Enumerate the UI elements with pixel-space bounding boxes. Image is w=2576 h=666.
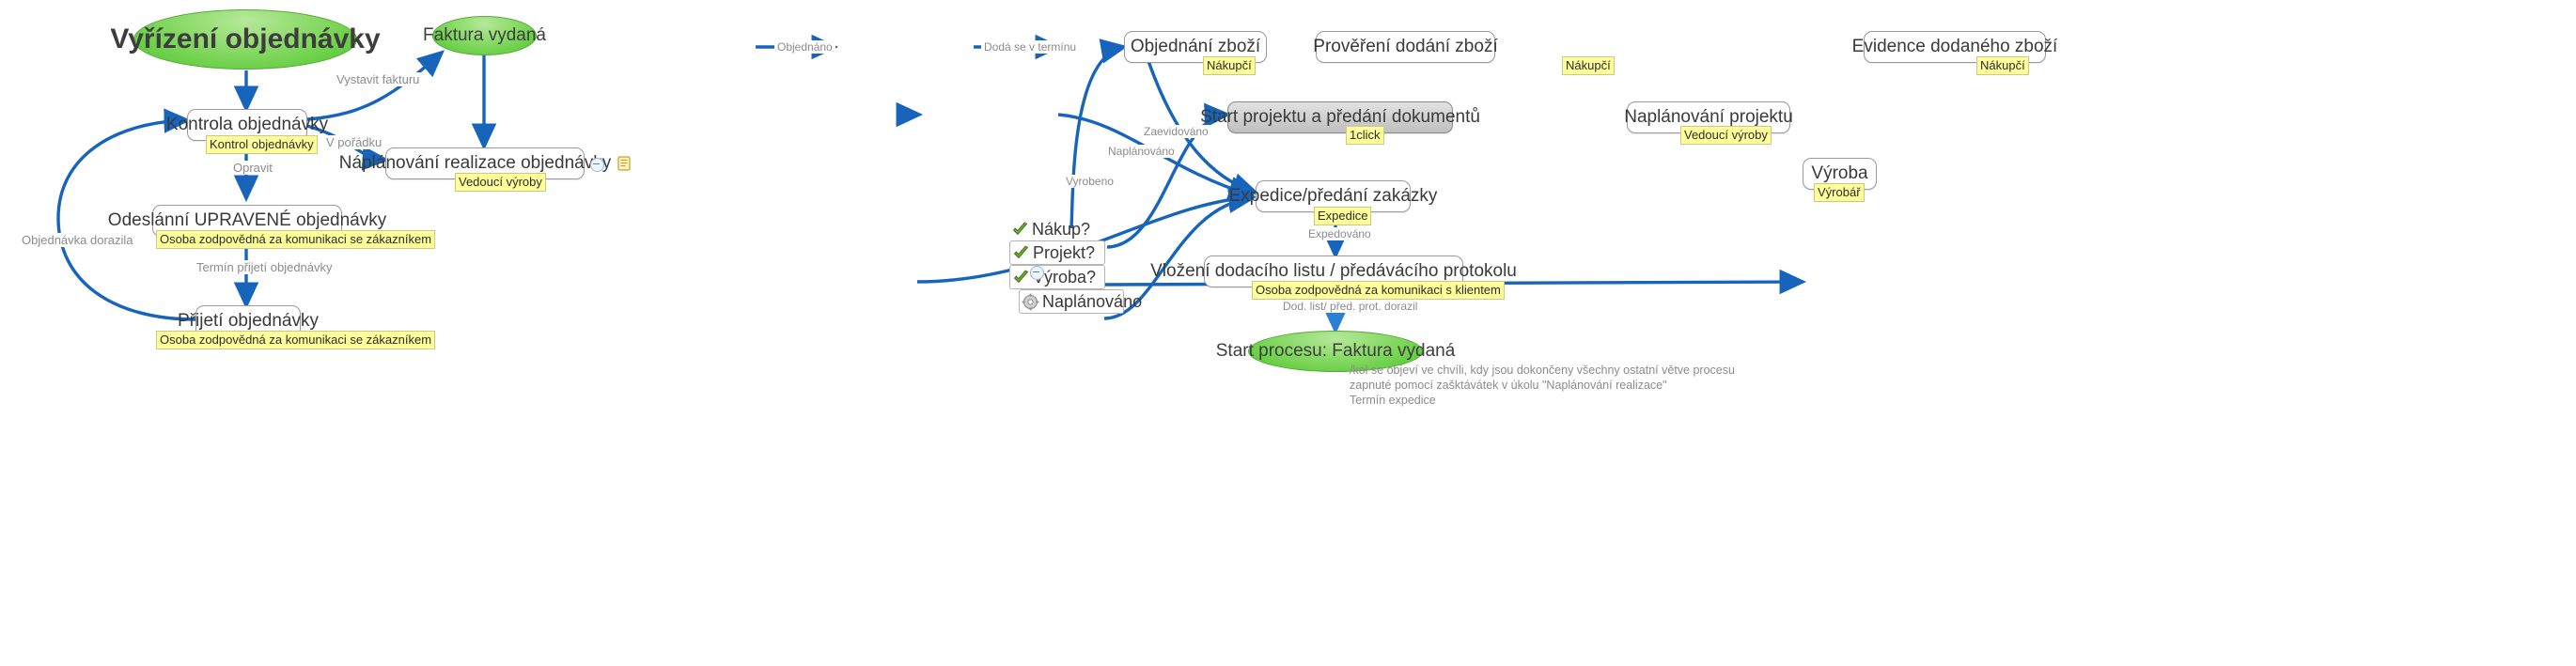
node-process-start-invoice[interactable]: Start procesu: Faktura vydaná — [1216, 331, 1455, 372]
node-start-order[interactable]: Vyřízení objednávky — [110, 9, 381, 70]
checklist-label-1: Projekt? — [1033, 242, 1096, 262]
checklist-item-2[interactable]: Výroba? — [1009, 265, 1105, 289]
role-tag-project-plan: Vedoucí výroby — [1680, 126, 1772, 145]
edge-label-delivered-in-term: Dodá se v termínu — [981, 40, 1080, 54]
note-icon — [617, 156, 631, 171]
role-tag-production: Výrobář — [1814, 183, 1865, 202]
edge-label-produced: Vyrobeno — [1063, 175, 1116, 188]
node-project-start[interactable]: Start projektu a předání dokumentů — [1200, 101, 1480, 133]
checklist-item-3[interactable]: Naplánováno — [1019, 289, 1142, 314]
edge-label-doc-arrived: Dod. list/ před. prot. dorazil — [1280, 300, 1421, 313]
role-tag-order-check: Kontrol objednávky — [206, 135, 318, 154]
green-check-icon — [1013, 222, 1027, 235]
node-record-goods[interactable]: Evidence dodaného zboží — [1852, 31, 2057, 63]
role-tag-record-goods: Nákupčí — [1976, 56, 2029, 75]
free-note-line-3: Termín expedice — [1350, 394, 1436, 407]
free-note-line-1: /kol se objeví ve chvíli, kdy jsou dokon… — [1350, 364, 1735, 377]
role-tag-plan-realization: Vedoucí výroby — [455, 173, 546, 192]
edge-label-ordered: Objednáno — [774, 40, 835, 54]
checklist-label-2: Výroba? — [1033, 267, 1097, 287]
green-check-icon — [1014, 270, 1028, 283]
edge-label-issue-invoice: Vystavit fakturu — [334, 72, 423, 86]
edge-label-expedited: Expedováno — [1305, 227, 1374, 240]
node-verify-delivery[interactable]: Prověření dodání zboží — [1313, 31, 1498, 63]
role-tag-accept-order: Osoba zodpovědná za komunikaci se zákazn… — [156, 331, 436, 349]
node-expedition[interactable]: Expedice/předání zakázky — [1229, 180, 1437, 212]
edge-label-recorded: Zaevidováno — [1141, 125, 1211, 138]
collapse-toggle-plan-realization[interactable] — [590, 158, 604, 172]
checklist-item-1[interactable]: Projekt? — [1009, 240, 1105, 265]
node-plan-realization-label: Náplánování realizace objednávky — [338, 153, 612, 173]
edge-label-order-arrived: Objednávka dorazila — [19, 233, 136, 247]
checklist-group: Nákup? Projekt? Výroba? Naplánován — [996, 218, 1142, 314]
role-tag-project-start: 1click — [1346, 126, 1384, 145]
role-tag-verify-delivery: Nákupčí — [1562, 56, 1615, 75]
checklist-label-3: Naplánováno — [1042, 291, 1143, 311]
gear-icon — [1022, 293, 1039, 310]
edge-label-fix: Opravit — [230, 161, 275, 175]
role-tag-send-corrected: Osoba zodpovědná za komunikaci se zákazn… — [156, 230, 436, 249]
node-invoice-issued[interactable]: Faktura vydaná — [423, 16, 546, 55]
node-delivery-note[interactable]: Vložení dodacího listu / předávácího pro… — [1150, 256, 1517, 287]
edge-label-planned: Naplánováno — [1105, 145, 1178, 158]
green-check-icon — [1014, 245, 1028, 258]
role-tag-order-goods: Nákupčí — [1203, 56, 1256, 75]
edge-label-in-order: V pořádku — [323, 135, 385, 149]
role-tag-expedition: Expedice — [1314, 207, 1372, 225]
checklist-label-0: Nákup? — [1032, 219, 1091, 239]
free-note-line-2: zapnuté pomocí zašktávátek v úkolu "Napl… — [1350, 379, 1667, 392]
node-project-plan[interactable]: Naplánování projektu — [1624, 101, 1793, 133]
collapse-toggle-checklist[interactable] — [1030, 266, 1044, 280]
edge-label-accept-term: Termín přijetí objednávky — [194, 260, 336, 274]
role-tag-delivery-note: Osoba zodpovědná za komunikaci s kliente… — [1252, 281, 1505, 300]
checklist-item-0[interactable]: Nákup? — [1009, 218, 1124, 240]
